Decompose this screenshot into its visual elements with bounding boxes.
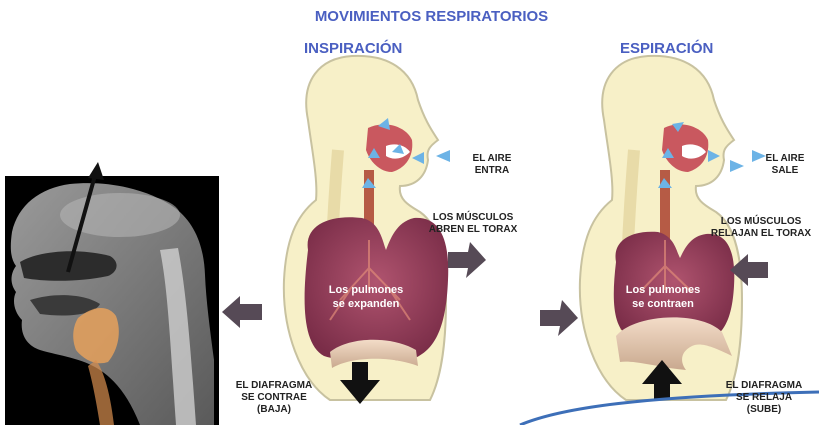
inspiration-muscle-arrow [448,242,486,278]
expiration-heading: ESPIRACIÓN [620,40,713,57]
diagram-title: MOVIMIENTOS RESPIRATORIOS [0,8,819,25]
left-gray-arrow [222,296,262,328]
mri-head-image [5,162,219,425]
expiration-left-arrow [540,300,578,336]
inspiration-heading: INSPIRACIÓN [304,40,402,57]
